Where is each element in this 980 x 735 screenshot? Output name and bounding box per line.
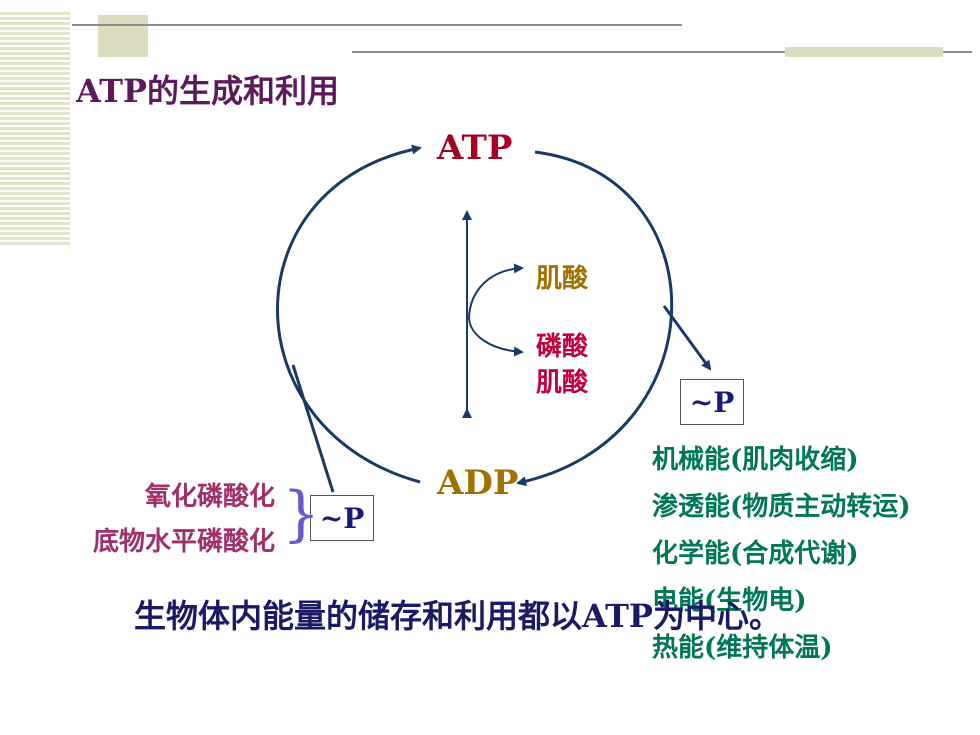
oxidative-phosphorylation-label: 氧化磷酸化 [144, 482, 275, 512]
energy-use-item: 渗透能(物质主动转运) [652, 492, 911, 522]
energy-use-item: 化学能(合成代谢) [652, 539, 859, 569]
summary-text: 生物体内能量的储存和利用都以ATP为中心。 [134, 597, 781, 635]
page-title: ATP的生成和利用 [76, 72, 339, 110]
input-p-line [291, 364, 335, 493]
energy-use-item: 机械能(肌肉收缩) [652, 445, 859, 475]
to-phosphocreatine-arrow [468, 317, 524, 357]
decorative-square [98, 15, 148, 57]
energy-use-item: 热能(维持体温) [652, 633, 833, 663]
substrate-phosphorylation-label: 底物水平磷酸化 [92, 527, 275, 557]
synthesis-arc-arrow [276, 144, 422, 484]
brace-icon: } [282, 479, 321, 549]
decorative-stripes [0, 12, 70, 247]
phosphate-box-right: ~P [680, 379, 744, 425]
phosphocreatine-line1: 磷酸 [536, 332, 589, 362]
decorative-line-top [72, 24, 682, 26]
release-p-arrow [662, 305, 712, 371]
atp-label: ATP [437, 128, 513, 168]
to-creatine-arrow [468, 263, 524, 319]
phosphocreatine-label: 磷酸 肌酸 [536, 329, 588, 401]
adp-label: ADP [437, 463, 519, 503]
energy-use-item: 电能(生物电) [652, 586, 807, 616]
utilization-arc-arrow [516, 150, 674, 487]
phosphocreatine-line2: 肌酸 [536, 368, 589, 398]
phosphorylation-types: 氧化磷酸化 底物水平磷酸化 [93, 475, 275, 565]
creatine-label: 肌酸 [536, 264, 589, 294]
phosphate-box-left: ~P [310, 495, 374, 541]
energy-uses-list: 机械能(肌肉收缩) 渗透能(物质主动转运) 化学能(合成代谢) 电能(生物电) … [652, 437, 911, 672]
decorative-bar [785, 47, 943, 57]
decorative-line-second [352, 51, 972, 53]
